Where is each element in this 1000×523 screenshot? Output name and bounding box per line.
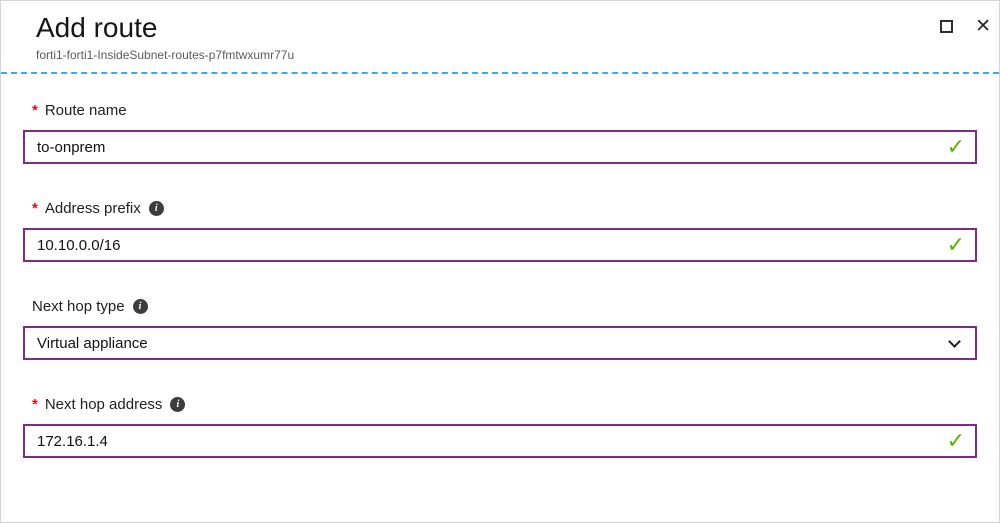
required-asterisk: * — [32, 396, 38, 414]
next-hop-address-input-wrap: ✓ — [23, 424, 977, 459]
next-hop-address-input[interactable] — [23, 424, 977, 459]
info-icon[interactable]: i — [148, 201, 164, 217]
field-next-hop-type: Next hop type i Virtual appliance — [23, 298, 977, 361]
address-prefix-input-wrap: ✓ — [23, 228, 977, 263]
next-hop-type-select[interactable]: Virtual appliance — [23, 326, 977, 361]
chevron-down-icon — [948, 335, 961, 349]
info-icon[interactable]: i — [170, 397, 186, 413]
maximize-icon[interactable] — [940, 20, 954, 33]
page-subtitle: forti1-forti1-InsideSubnet-routes-p7fmtw… — [36, 48, 295, 63]
next-hop-address-label-row: * Next hop address i — [23, 396, 977, 413]
next-hop-type-label-row: Next hop type i — [23, 298, 977, 315]
required-asterisk: * — [32, 102, 38, 120]
close-icon[interactable]: ✕ — [975, 16, 991, 37]
address-prefix-input[interactable] — [23, 228, 977, 263]
route-name-label-row: * Route name — [23, 102, 977, 119]
add-route-form: * Route name ✓ * Address prefix i ✓ Ne — [1, 102, 999, 459]
dashed-divider — [1, 72, 999, 75]
required-asterisk: * — [32, 200, 38, 218]
field-address-prefix: * Address prefix i ✓ — [23, 200, 977, 263]
route-name-input-wrap: ✓ — [23, 130, 977, 165]
field-route-name: * Route name ✓ — [23, 102, 977, 165]
next-hop-address-label: Next hop address — [44, 396, 163, 414]
route-name-input[interactable] — [23, 130, 977, 165]
info-icon[interactable]: i — [132, 299, 148, 315]
next-hop-type-label: Next hop type — [32, 298, 125, 316]
address-prefix-label-row: * Address prefix i — [23, 200, 977, 217]
address-prefix-label: Address prefix — [44, 200, 141, 218]
window-controls: ✕ — [940, 17, 993, 36]
page-title: Add route — [36, 12, 158, 43]
next-hop-type-selected-option: Virtual appliance — [37, 334, 148, 352]
blade-header: Add route forti1-forti1-InsideSubnet-rou… — [1, 1, 999, 62]
route-name-label: Route name — [44, 102, 127, 120]
field-next-hop-address: * Next hop address i ✓ — [23, 396, 977, 459]
